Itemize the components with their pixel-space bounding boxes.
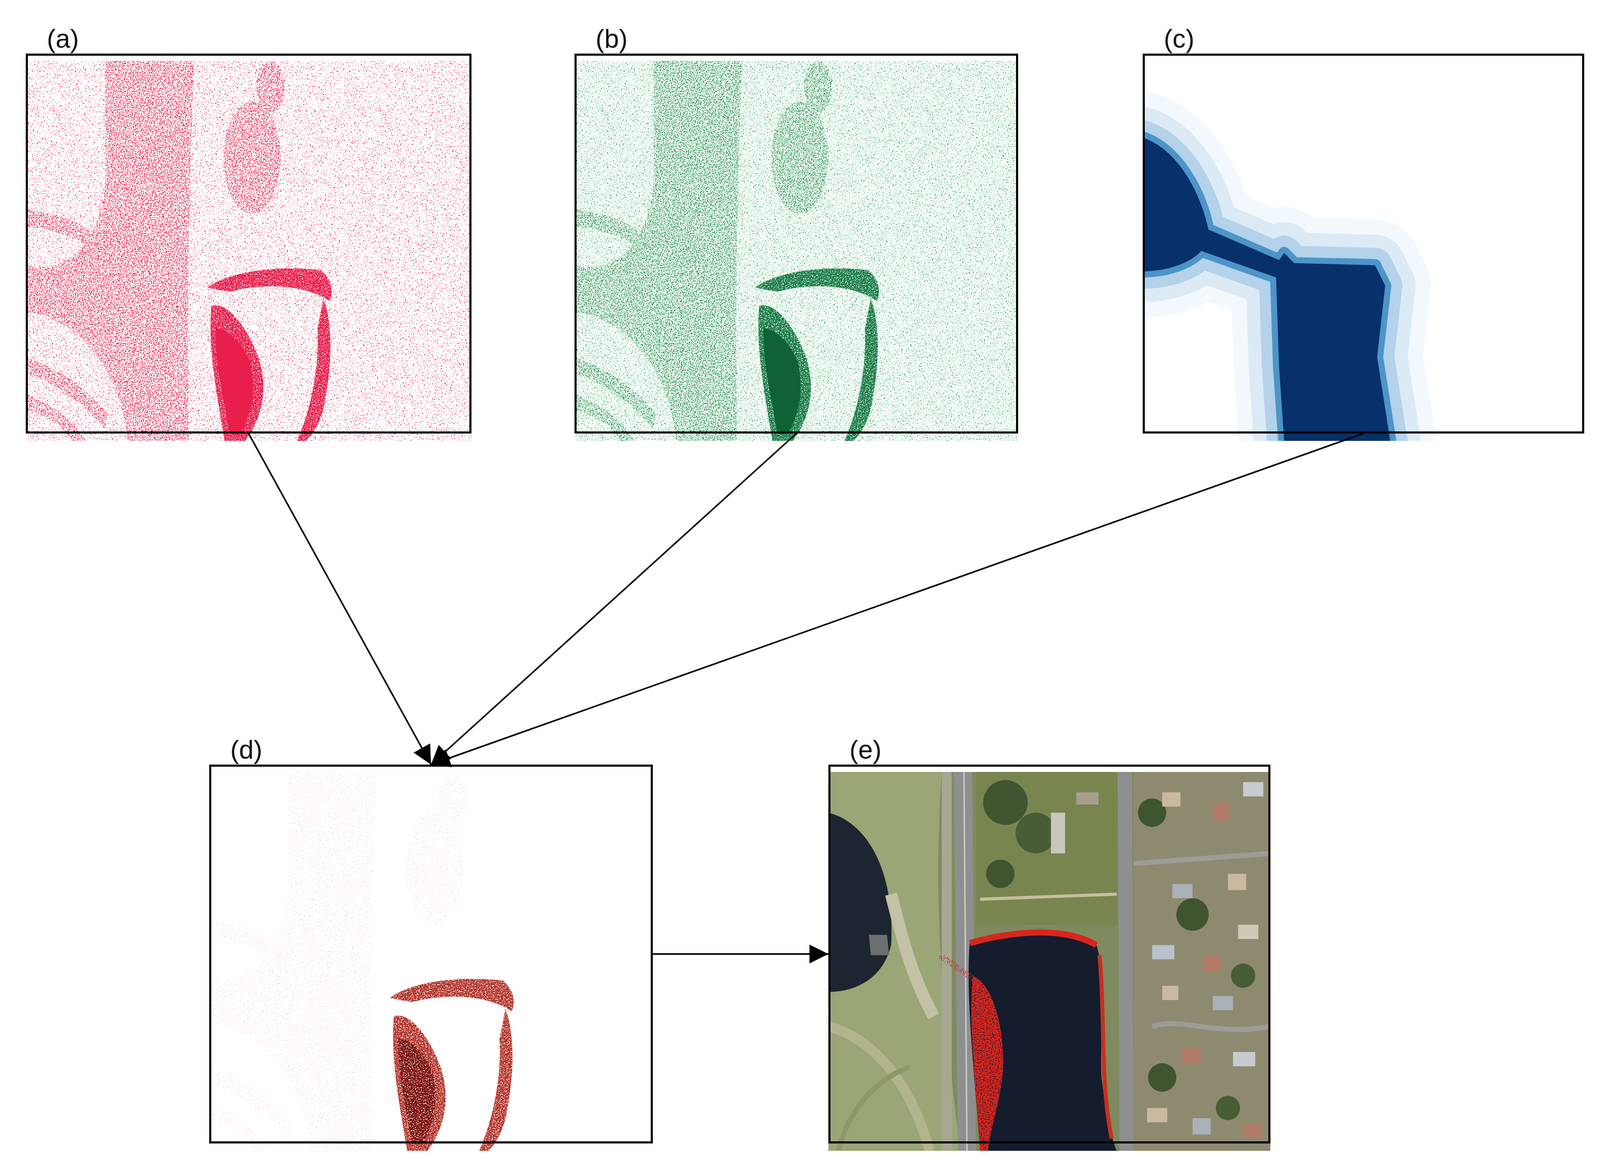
panel-label: (d): [209, 735, 653, 765]
panel-frame: [209, 764, 653, 1144]
panel-frame: [574, 53, 1019, 434]
panel-frame: [1142, 53, 1585, 434]
panel-frame: [25, 53, 472, 434]
panel-label: (e): [828, 735, 1271, 765]
image-panel: (c): [1142, 24, 1585, 434]
flow-arrow: [248, 433, 432, 765]
image-panel: (d): [209, 735, 653, 1144]
image-panel: (e): [828, 735, 1271, 1144]
image-panel: (a): [25, 24, 472, 434]
panel-frame: [828, 764, 1271, 1144]
flow-arrow: [431, 433, 797, 765]
panel-label: (c): [1142, 24, 1585, 54]
panel-label: (a): [25, 24, 472, 54]
image-panel: (b): [574, 24, 1019, 434]
flow-arrow: [431, 433, 1364, 765]
flow-arrow: [652, 953, 829, 956]
panel-label: (b): [574, 24, 1019, 54]
